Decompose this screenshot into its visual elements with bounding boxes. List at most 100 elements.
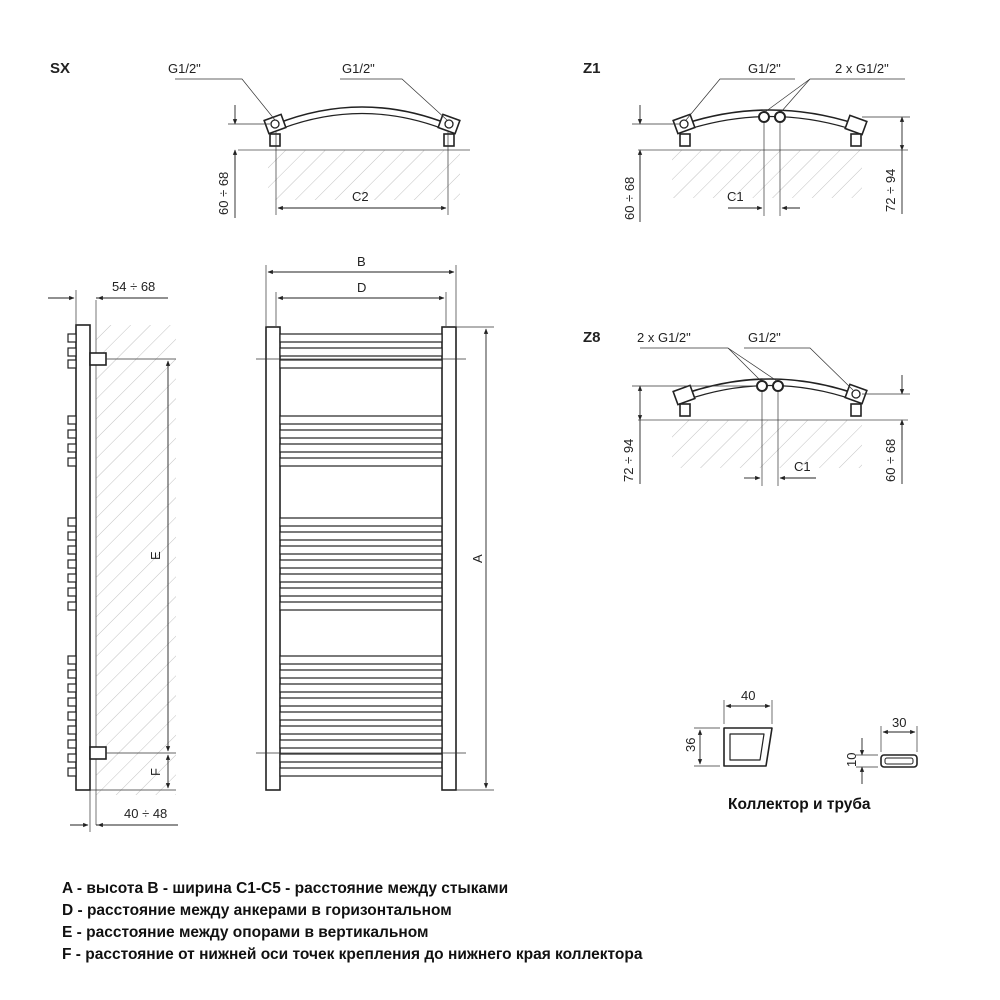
side-tube-end — [67, 531, 77, 541]
side-tube-end — [67, 517, 77, 527]
side-tube-end — [67, 725, 77, 735]
z1-title: Z1 — [583, 60, 601, 77]
z1-left-connector — [672, 113, 696, 147]
sx-right-connector — [437, 113, 461, 147]
sx-title: SX — [50, 60, 70, 77]
side-wall-distance-bottom: 40 ÷ 48 — [124, 806, 167, 821]
front-dim-b: B — [357, 254, 366, 269]
collector-profile: 40 36 — [683, 688, 773, 767]
front-tube — [279, 573, 443, 583]
profiles-caption: Коллектор и труба — [728, 796, 871, 813]
z8-conn-single-label: G1/2" — [748, 330, 781, 345]
side-tube-end — [67, 697, 77, 707]
z8-wall-hatch — [672, 420, 862, 468]
legend-line: D - расстояние между анкерами в горизонт… — [62, 902, 452, 919]
sx-conn-right-label: G1/2" — [342, 61, 375, 76]
z1-height-left: 60 ÷ 68 — [622, 177, 637, 220]
side-dim-f: F — [148, 768, 163, 776]
side-bottom-bracket — [89, 746, 107, 760]
z1-conn-single-label: G1/2" — [748, 61, 781, 76]
front-dim-a: A — [470, 554, 485, 563]
front-tube — [279, 725, 443, 735]
side-tube-end — [67, 753, 77, 763]
front-tube — [279, 739, 443, 749]
side-tube-end — [67, 359, 77, 369]
sx-conn-left-label: G1/2" — [168, 61, 201, 76]
sx-left-connector — [263, 113, 287, 147]
side-tube-end — [67, 457, 77, 467]
z1-conn-double-label: 2 x G1/2" — [835, 61, 889, 76]
side-dim-e: E — [148, 551, 163, 560]
side-tube-end — [67, 545, 77, 555]
collector-width: 40 — [741, 688, 755, 703]
collector-height: 36 — [683, 738, 698, 752]
side-tube-end — [67, 415, 77, 425]
side-tube-end — [67, 711, 77, 721]
z8-right-connector — [844, 383, 868, 417]
front-right-collector — [441, 326, 457, 791]
z8-title: Z8 — [583, 329, 601, 346]
front-tube — [279, 587, 443, 597]
front-tube — [279, 359, 443, 369]
z8-conn-double-label: 2 x G1/2" — [637, 330, 691, 345]
tube-height: 10 — [844, 753, 859, 767]
front-tube — [279, 559, 443, 569]
front-tube — [279, 531, 443, 541]
side-collector — [75, 324, 91, 791]
front-tube — [279, 333, 443, 343]
side-tube-end — [67, 739, 77, 749]
side-tube-end — [67, 347, 77, 357]
z8-spacing-c1: C1 — [794, 459, 811, 474]
sx-spacing-c2: C2 — [352, 189, 369, 204]
legend: A - высота B - ширина C1-C5 - расстояние… — [62, 878, 643, 966]
z1-height-right: 72 ÷ 94 — [883, 169, 898, 212]
z1-wall-hatch — [672, 150, 862, 198]
z1-spacing-c1: C1 — [727, 189, 744, 204]
z8-curved-body — [683, 378, 857, 395]
side-tube-end — [67, 559, 77, 569]
sx-top-view: SX G1/2" G1/2" 60 ÷ 68 — [50, 60, 470, 218]
side-tube-end — [67, 443, 77, 453]
legend-line: F - расстояние от нижней оси точек крепл… — [62, 946, 643, 963]
z8-height-left: 72 ÷ 94 — [621, 439, 636, 482]
sx-curved-body — [275, 106, 449, 125]
z8-top-view: Z8 2 x G1/2" G1/2" 72 ÷ 94 — [583, 329, 910, 486]
front-tube — [279, 429, 443, 439]
legend-line: A - высота B - ширина C1-C5 - расстояние… — [62, 880, 509, 897]
front-tube — [279, 655, 443, 665]
side-tube-end — [67, 767, 77, 777]
side-wall-hatch — [96, 325, 176, 795]
front-tube — [279, 711, 443, 721]
side-tube-end — [67, 683, 77, 693]
side-tube-ends — [67, 333, 77, 777]
front-tube — [279, 669, 443, 679]
side-tube-end — [67, 429, 77, 439]
z1-curved-body — [683, 109, 857, 125]
front-tube — [279, 545, 443, 555]
z1-top-view: Z1 G1/2" 2 x G1/2" 60 ÷ 68 — [583, 60, 910, 222]
side-tube-end — [67, 655, 77, 665]
legend-line: E - расстояние между опорами в вертикаль… — [62, 924, 429, 941]
z8-left-end-cap — [672, 384, 696, 417]
side-view: 54 ÷ 68 40 ÷ 48 E F — [48, 279, 178, 832]
side-top-bracket — [89, 352, 107, 366]
front-dim-d: D — [357, 280, 366, 295]
z8-height-right: 60 ÷ 68 — [883, 439, 898, 482]
sx-height-dim: 60 ÷ 68 — [216, 172, 231, 215]
front-tube — [279, 517, 443, 527]
front-tube — [279, 415, 443, 425]
side-tube-end — [67, 587, 77, 597]
tube-profile: 30 10 — [844, 715, 918, 784]
front-tube — [279, 753, 443, 763]
side-wall-distance-top: 54 ÷ 68 — [112, 279, 155, 294]
front-tube — [279, 457, 443, 467]
front-tube — [279, 443, 443, 453]
front-tubes — [279, 333, 443, 777]
front-tube — [279, 697, 443, 707]
side-tube-end — [67, 601, 77, 611]
front-view: B D A — [256, 254, 494, 791]
front-tube — [279, 601, 443, 611]
z1-right-end-cap — [844, 114, 868, 147]
side-tube-end — [67, 333, 77, 343]
